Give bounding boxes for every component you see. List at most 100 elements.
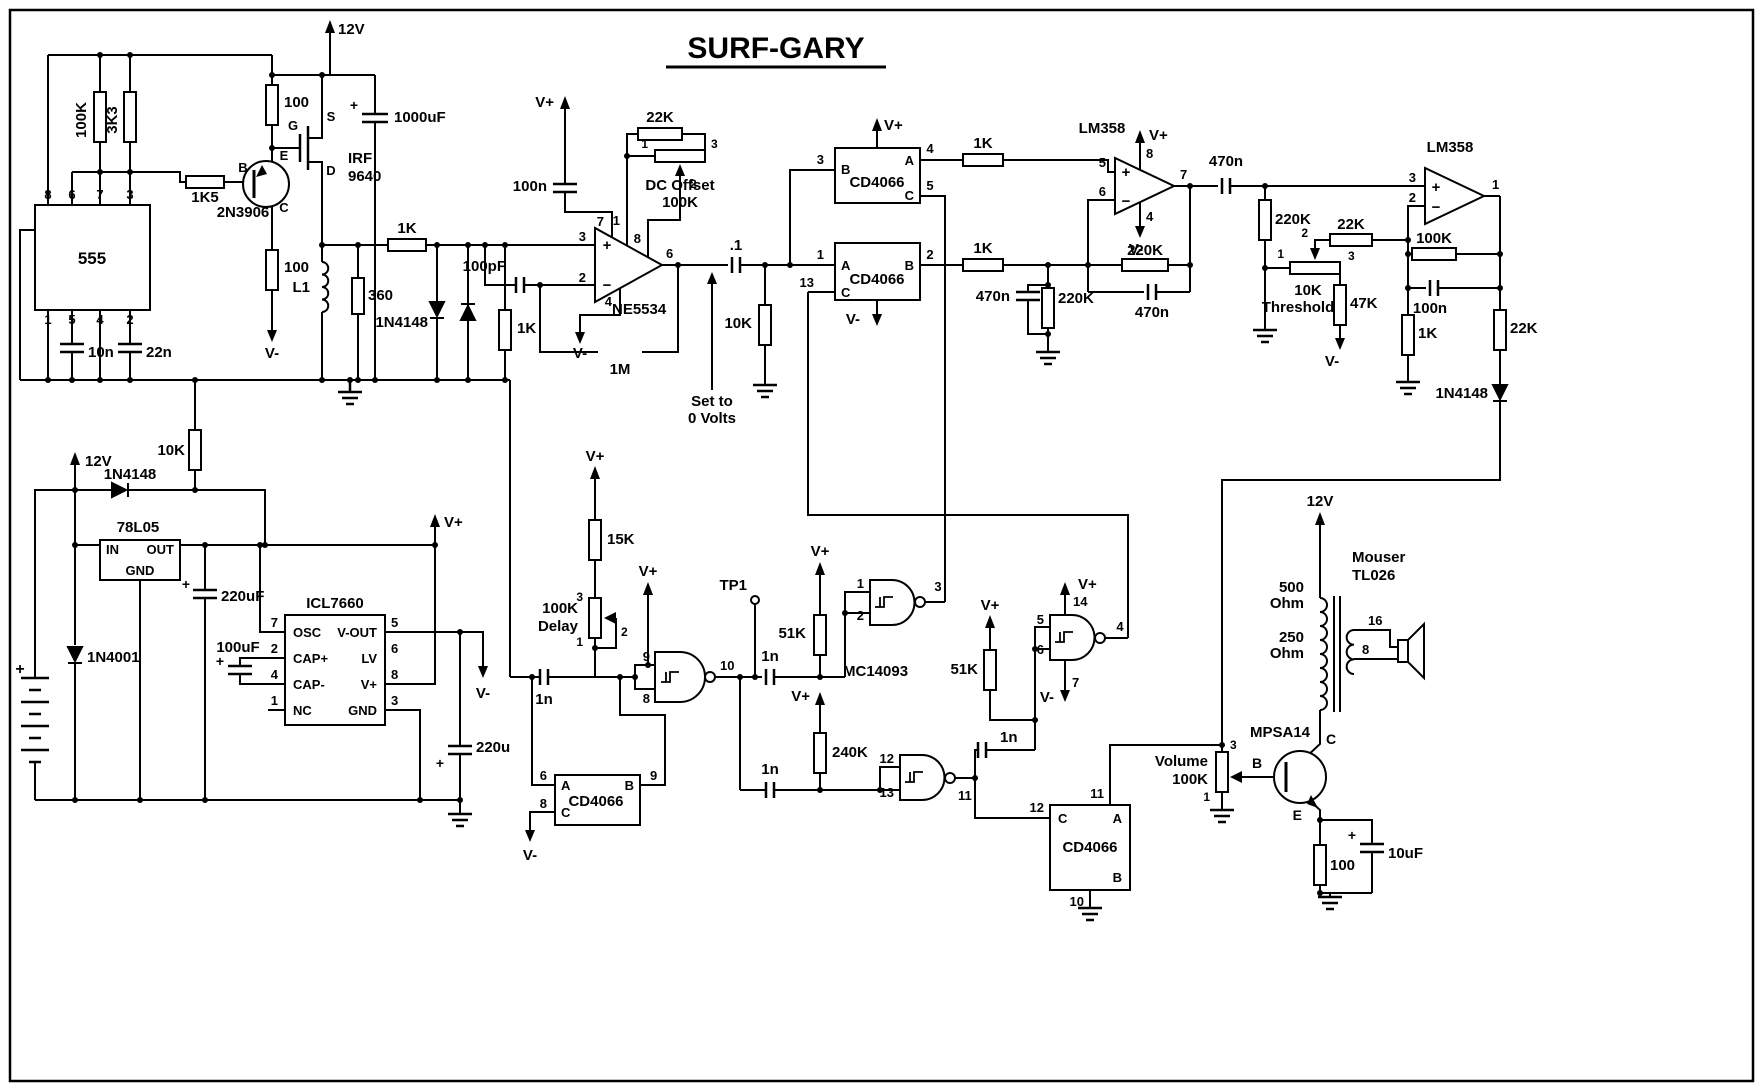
rail-vminus-q1: V-	[265, 345, 279, 362]
gate4-schmitt-icon	[1055, 631, 1073, 643]
cap-100n-ne-body	[553, 182, 577, 194]
switch1-pin3: 3	[817, 152, 824, 167]
cap-220uf: 220uF	[221, 588, 264, 605]
inductor-l1-body	[321, 261, 330, 313]
pin-gate3-13: 13	[880, 785, 894, 800]
pot-threshold-name-2: Threshold	[1262, 299, 1335, 316]
switch1-name: CD4066	[849, 174, 904, 191]
icl-gnd: GND	[348, 703, 377, 718]
resistor-22k-offset: 22K	[646, 109, 674, 126]
pot-thr-pin3: 3	[1348, 249, 1355, 263]
arrow-vminus-thr	[1335, 338, 1345, 350]
ground-oscillator	[338, 380, 362, 406]
transformer-500-2: Ohm	[1270, 595, 1304, 612]
pot-threshold-body	[1289, 261, 1341, 275]
pin-mosfet-d: D	[326, 163, 335, 178]
pin-gate4-5: 5	[1037, 612, 1044, 627]
pin-q2-c: C	[1326, 731, 1336, 747]
pin-lm2-2: 2	[1409, 190, 1416, 205]
schematic-title: SURF-GARY	[687, 32, 864, 65]
switch3-b: B	[625, 778, 634, 793]
switch3-pin6: 6	[540, 768, 547, 783]
switch4-pin11: 11	[1090, 786, 1104, 801]
rail-vminus-gate4: V-	[1040, 689, 1054, 706]
arrow-vplus-ne	[560, 96, 570, 109]
cap-100n-fb2-body	[1428, 280, 1440, 296]
switch2-c: C	[841, 285, 851, 300]
resistor-100k-fb2: 100K	[1416, 230, 1452, 247]
ic-boxes	[34, 147, 1131, 891]
pin-lm2-3: 3	[1409, 170, 1416, 185]
resistor-220k-gnd-body	[1041, 287, 1055, 329]
cap-100pf-body	[514, 277, 526, 293]
rail-vplus-240k: V+	[791, 688, 810, 705]
pot-volume-pin1: 1	[1203, 790, 1210, 804]
ic-555-box	[34, 204, 151, 311]
resistor-10k-sig: 10K	[724, 315, 752, 332]
transformer-tap-16: 16	[1368, 613, 1382, 628]
rail-vplus-lm1: V+	[1149, 127, 1168, 144]
pin-q1-c: C	[279, 200, 289, 215]
resistor-100k-fb2-body	[1411, 247, 1457, 261]
icl-lv: LV	[361, 651, 377, 666]
rail-vplus-sw1: V+	[884, 117, 903, 134]
pin-ne-1: 1	[613, 213, 620, 228]
resistor-22k-thr-body	[1329, 233, 1373, 247]
resistor-22k-out-body	[1493, 309, 1507, 351]
pot-offset-pin2: 2	[690, 177, 697, 191]
opamp-lm2-plus: +	[1432, 179, 1441, 196]
icl-vout: V-OUT	[337, 625, 377, 640]
cap-1n-trig2: 1n	[761, 761, 779, 778]
pin-lm2-1: 1	[1492, 177, 1499, 192]
diode-1n4148-pair: 1N4148	[375, 314, 428, 331]
resistor-51k-1: 51K	[778, 625, 806, 642]
arrow-vplus-lm1	[1135, 130, 1145, 143]
gate2-schmitt-icon	[875, 596, 893, 608]
pot-offset-name-1: DC Offset	[645, 177, 714, 194]
transistor-2n3906-name: 2N3906	[217, 204, 270, 221]
pin-ne-7: 7	[597, 214, 604, 229]
resistor-240k: 240K	[832, 744, 868, 761]
gate3-schmitt-icon	[905, 771, 923, 783]
resistor-22k-offset-body	[637, 127, 683, 141]
icl-vplus: V+	[361, 677, 378, 692]
transistor-mpsa14-body	[1273, 750, 1327, 804]
rail-vplus-gate4: V+	[1078, 576, 1097, 593]
gate1-body	[654, 651, 706, 703]
resistor-15k-body	[588, 519, 602, 561]
cap-1n-trig3-body	[976, 742, 988, 758]
switch3-c: C	[561, 805, 571, 820]
arrow-12v-left	[70, 452, 80, 465]
opamp-lm2-minus: −	[1432, 199, 1441, 216]
diode-1n4001: 1N4001	[87, 649, 140, 666]
grounds	[338, 328, 1420, 922]
pin-q2-e: E	[1293, 807, 1302, 823]
switch1-b: B	[841, 162, 850, 177]
pot-volume-name-2: 100K	[1172, 771, 1208, 788]
pin-ne-8: 8	[634, 231, 641, 246]
resistor-220k-thr: 220K	[1275, 211, 1311, 228]
pin-mosfet-g: G	[288, 118, 298, 133]
pin-555-7: 7	[96, 187, 103, 202]
resistor-22k-out: 22K	[1510, 320, 1538, 337]
transformer-tap-8: 8	[1362, 642, 1369, 657]
speaker-driver	[1397, 639, 1409, 663]
magnetics	[21, 261, 1425, 764]
resistor-3k3: 3K3	[104, 106, 121, 134]
resistor-1k5-body	[185, 175, 225, 189]
wires-logic	[509, 380, 1091, 908]
switch3-a: A	[561, 778, 571, 793]
pin-lm1-8: 8	[1146, 146, 1153, 161]
arrow-vminus-q1	[267, 330, 277, 342]
pot-offset-name-2: 100K	[662, 194, 698, 211]
resistor-1k-lm2: 1K	[1418, 325, 1437, 342]
cap-220uf-plus: +	[182, 576, 190, 592]
switch2-pin1: 1	[817, 247, 824, 262]
cap-1n-trig2-body	[764, 782, 776, 798]
switch4-pin12: 12	[1030, 800, 1044, 815]
arrow-vminus-ne	[575, 332, 585, 344]
pin-q1-b: B	[238, 160, 247, 175]
cap-220uf-body	[193, 588, 217, 600]
